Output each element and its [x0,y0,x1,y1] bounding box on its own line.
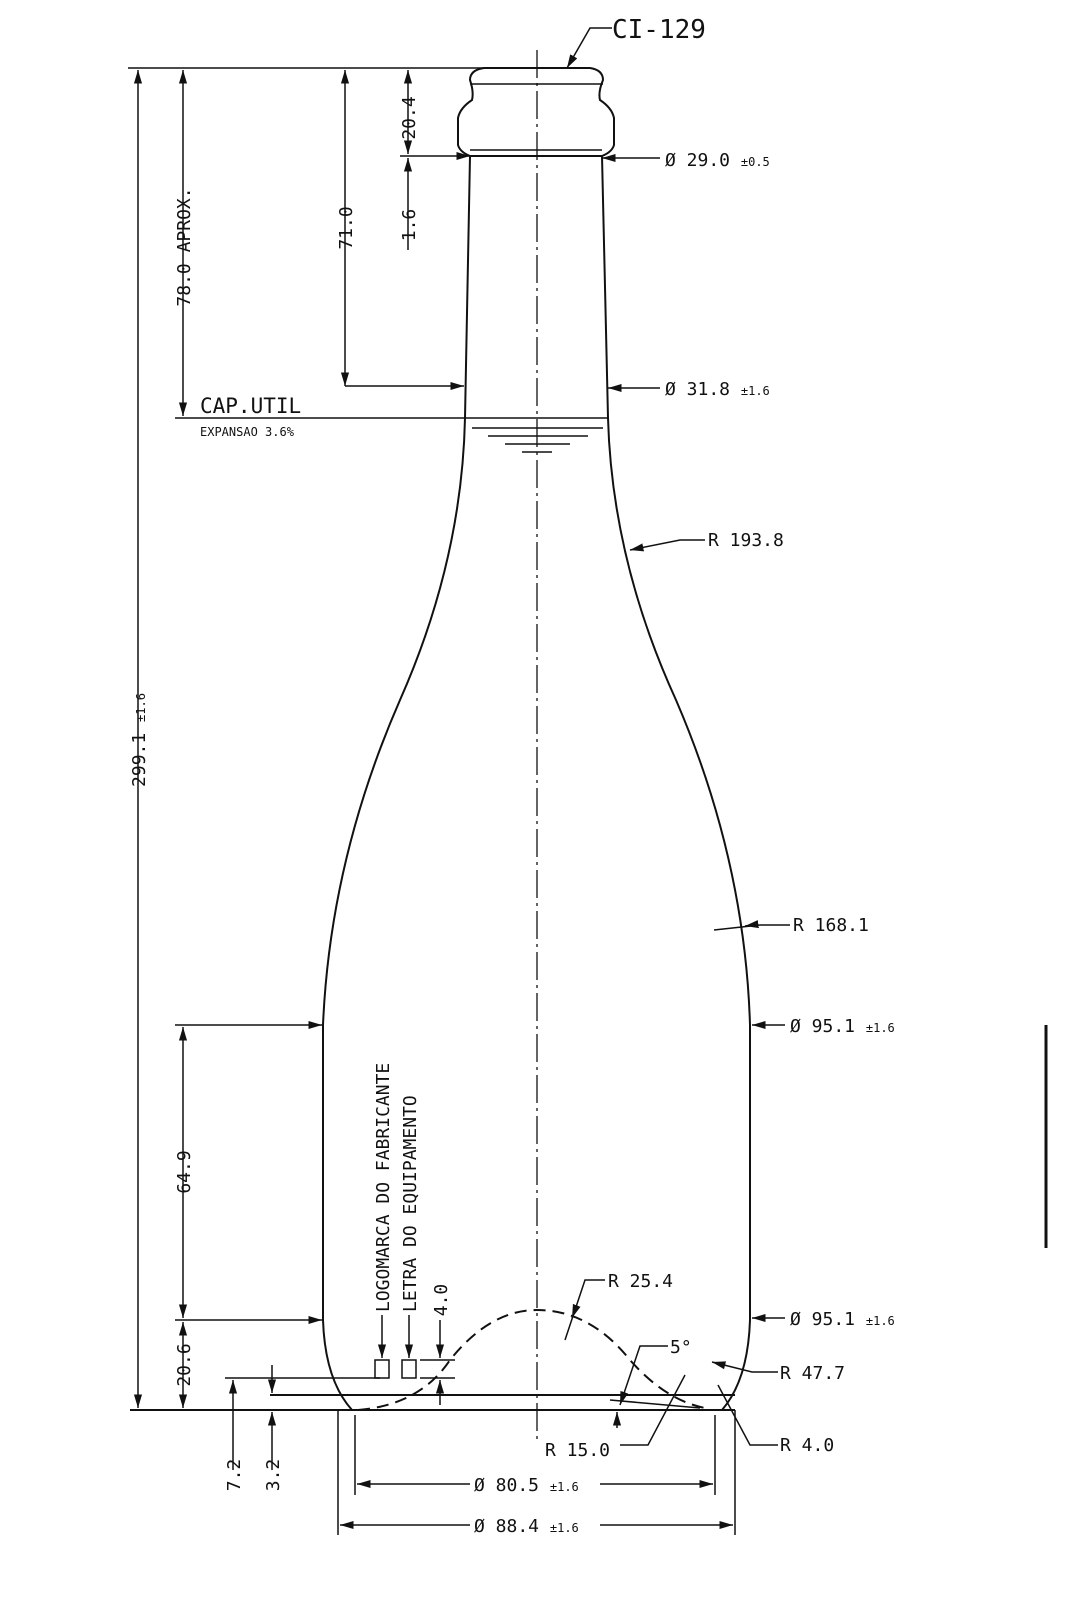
total-height-label: 299.1 ±1.6 [129,693,150,787]
logo-label: LOGOMARCA DO FABRICANTE [373,1063,394,1312]
code-leader [566,27,612,69]
body-diameter-upper-label: Ø 95.1 ±1.6 [790,1016,895,1037]
finish-height-label: 20.4 [399,96,420,139]
base-step-label: 3.2 [263,1459,284,1492]
right-dimensions [337,153,790,1535]
mark-height-label: 4.0 [431,1284,452,1317]
radius-168-label: R 168.1 [793,915,869,936]
radius-25-label: R 25.4 [608,1271,673,1292]
fill-height-label: 78.0 APROX. [174,187,195,306]
heel-height-label: 20.6 [174,1343,195,1386]
neck-diameter-label: Ø 29.0 ±0.5 [665,150,770,171]
base-outer-diameter-label: Ø 88.4 ±1.6 [474,1516,579,1537]
ring-height-label: 1.6 [399,209,420,242]
angle-label: 5° [670,1337,692,1358]
letter-label: LETRA DO EQUIPAMENTO [400,1095,421,1312]
radius-47-label: R 47.7 [780,1363,845,1384]
radius-193-label: R 193.8 [708,530,784,551]
cap-util-label: CAP.UTIL [200,394,301,418]
radius-4-label: R 4.0 [780,1435,834,1456]
bottle-outline [130,67,751,1411]
radius-15-label: R 15.0 [545,1440,610,1461]
base-inner-diameter-label: Ø 80.5 ±1.6 [474,1475,579,1496]
expansion-label: EXPANSAO 3.6% [200,425,295,439]
body-height-label: 64.9 [174,1150,195,1193]
fill-diameter-label: Ø 31.8 ±1.6 [665,379,770,400]
neck-height-label: 71.0 [336,206,357,249]
left-dimensions [128,67,484,1470]
drawing-code: CI-129 [612,15,706,45]
body-diameter-lower-label: Ø 95.1 ±1.6 [790,1309,895,1330]
push-up-label: 7.2 [224,1459,245,1492]
